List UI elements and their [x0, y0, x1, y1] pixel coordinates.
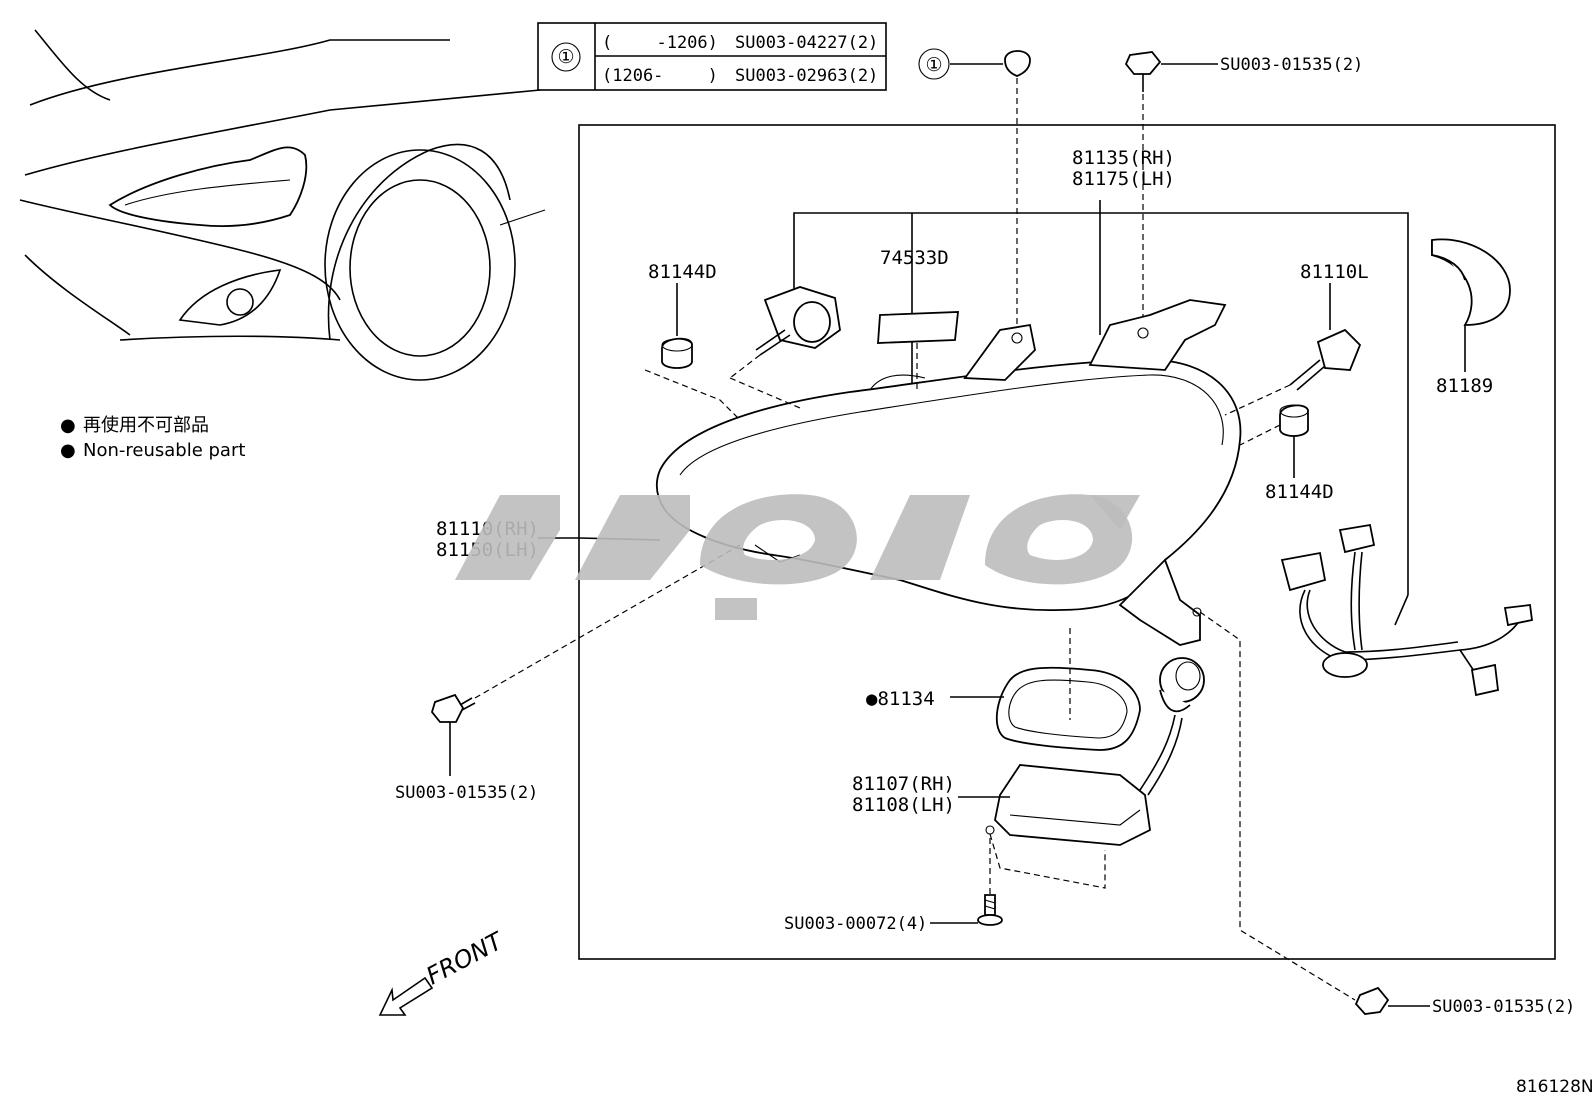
label-81134: ●81134 [866, 688, 935, 710]
vehicle-front-sketch [19, 29, 546, 381]
label-plate-part: 74533D [877, 247, 960, 390]
bottom-screw-part: SU003-00072(4) [784, 838, 1003, 934]
front-direction-arrow: FRONT [378, 926, 510, 1016]
drawing-code: 816128N [1516, 1077, 1592, 1097]
ballast-part: 81107(RH) 81108(LH) [852, 657, 1205, 889]
headlamp-assembly [655, 299, 1242, 646]
revision-table: ① ( -1206) SU003-04227(2) (1206- ) SU003… [537, 22, 887, 91]
legend: ● 再使用不可部品 ● Non-reusable part [60, 415, 245, 461]
top-bolt-label: SU003-01535(2) [1220, 55, 1363, 75]
label-81144d-top: 81144D [648, 261, 717, 283]
label-81189: 81189 [1436, 375, 1493, 397]
label-81135: 81135(RH) [1072, 147, 1175, 169]
side-bulb-part: 81110L [1224, 261, 1369, 416]
top-bolt-part: SU003-01535(2) [1124, 51, 1363, 330]
table-row-2-range: (1206- ) [602, 66, 718, 86]
ring-part: 81189 [1431, 238, 1511, 397]
table-row-2-part: SU003-02963(2) [735, 66, 878, 86]
bottom-screw-label: SU003-00072(4) [784, 914, 927, 934]
label-74533d: 74533D [880, 247, 949, 269]
legend-item-jp: 再使用不可部品 [83, 415, 209, 436]
bottom-right-bolt-part: SU003-01535(2) [1199, 611, 1575, 1017]
clip-part: ① [918, 48, 1031, 330]
label-81110l: 81110L [1300, 261, 1369, 283]
table-row-1-part: SU003-04227(2) [735, 33, 878, 53]
table-ref-mark: ① [557, 46, 574, 68]
bulb-socket-part: 81135(RH) 81175(LH) [729, 147, 1175, 409]
label-81107: 81107(RH) [852, 773, 955, 795]
cap-top-part: 81144D [644, 261, 741, 421]
cap-right-part: 81144D [1239, 404, 1334, 503]
clip-ref-mark: ① [925, 54, 942, 76]
label-81175: 81175(LH) [1072, 168, 1175, 190]
watermark-logo [455, 494, 1140, 620]
legend-item-en-bullet: ● [60, 440, 76, 461]
wire-harness-part [1280, 523, 1534, 697]
front-label: FRONT [422, 926, 510, 990]
bottom-right-bolt-label: SU003-01535(2) [1432, 997, 1575, 1017]
legend-item-jp-bullet: ● [60, 415, 76, 436]
assembly-frame [578, 124, 1556, 960]
left-bolt-label: SU003-01535(2) [395, 783, 538, 803]
left-bolt-part: SU003-01535(2) [395, 544, 741, 803]
label-81144d-right: 81144D [1265, 481, 1334, 503]
table-row-1-range: ( -1206) [602, 33, 718, 53]
legend-item-en: Non-reusable part [83, 440, 245, 461]
gasket-part: ●81134 [866, 628, 1141, 751]
label-81108: 81108(LH) [852, 794, 955, 816]
